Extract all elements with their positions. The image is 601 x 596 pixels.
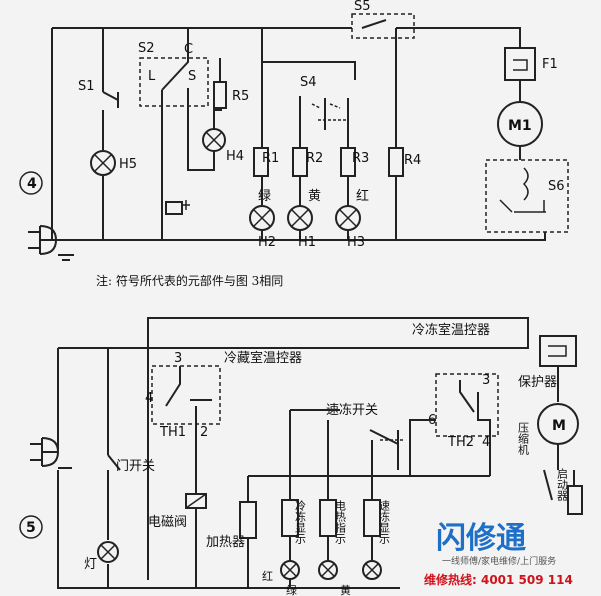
label-s1: S1	[78, 79, 95, 94]
label-m1: M1	[508, 118, 532, 134]
watermark-logo: 闪修通 一线师傅/家电维修/上门服务 维修热线: 4001 509 114	[424, 521, 573, 587]
solenoid-valve-symbol	[185, 493, 207, 509]
label-color-green: 绿	[286, 583, 297, 596]
label-th2: TH2	[447, 435, 474, 450]
top-circuit: 4 S1 H5 S2 C L S H4 R5	[19, 0, 569, 261]
top-note: 注: 符号所代表的元部件与图 3相同	[96, 273, 283, 288]
label-s4: S4	[300, 75, 317, 90]
label-r3: R3	[352, 151, 369, 166]
label-r5: R5	[232, 89, 249, 104]
lamp-h4	[202, 128, 226, 152]
heat-indicator-resistor	[319, 499, 337, 537]
freezer-thermostat-box	[435, 373, 499, 437]
label-r2: R2	[306, 151, 323, 166]
figure-number-ring-5	[19, 515, 43, 539]
label-compressor: 压缩机	[517, 422, 530, 455]
label-h5: H5	[119, 157, 137, 172]
lamp-light	[97, 541, 119, 563]
label-h1: H1	[298, 235, 316, 250]
fuse-f1	[504, 47, 536, 81]
label-f1: F1	[542, 57, 558, 72]
label-lamp-red: 红	[356, 188, 369, 204]
resistor-r2	[292, 147, 308, 177]
label-th1-pin4: 4	[145, 391, 153, 406]
label-starter: 启动器	[556, 468, 569, 502]
label-s2: S2	[138, 41, 155, 56]
label-fridge-thermostat: 冷藏室温控器	[224, 350, 302, 366]
fridge-thermostat-box	[151, 365, 221, 425]
lamp-quick-freeze	[362, 560, 382, 580]
lamp-h2	[249, 205, 275, 231]
label-freezer-thermostat: 冷冻室温控器	[412, 322, 490, 338]
label-heater: 加热器	[206, 535, 245, 550]
figure-number-ring	[19, 171, 43, 195]
label-r1: R1	[262, 151, 279, 166]
label-s6: S6	[548, 179, 565, 194]
label-solenoid-valve: 电磁阀	[148, 515, 187, 530]
figure-number-4: 4	[27, 176, 37, 192]
label-door-switch: 门开关	[116, 459, 155, 474]
label-th2-pin4: 4	[482, 435, 490, 450]
quick-freeze-display-resistor	[363, 499, 381, 537]
lamp-h3	[335, 205, 361, 231]
lamp-green	[280, 560, 300, 580]
label-lamp-green: 绿	[258, 189, 271, 204]
label-lamp: 灯	[84, 557, 97, 572]
power-plug-icon	[28, 225, 74, 261]
resistor-r4	[388, 147, 404, 177]
switch-s2-box	[139, 57, 209, 107]
figure-number-5: 5	[26, 520, 36, 536]
solenoid-symbol	[165, 200, 190, 215]
watermark-tagline: 一线师傅/家电维修/上门服务	[442, 555, 556, 567]
label-th2-pin3: 3	[482, 373, 490, 388]
label-freeze-display: 冷冻显示	[294, 500, 307, 544]
freeze-display-resistor	[281, 499, 299, 537]
protector-symbol	[539, 335, 577, 367]
door-switch	[107, 454, 121, 471]
watermark-brand: 闪修通	[436, 521, 526, 556]
label-s5: S5	[354, 0, 371, 14]
label-color-red: 红	[262, 570, 273, 583]
lamp-h5	[90, 150, 116, 176]
label-r4: R4	[404, 153, 421, 168]
label-s2-s: S	[188, 69, 196, 84]
label-th1: TH1	[159, 425, 186, 440]
label-protector: 保护器	[518, 375, 557, 390]
lamp-heat-indicator	[318, 560, 338, 580]
label-h2: H2	[258, 235, 276, 250]
label-th1-pin2: 2	[200, 425, 208, 440]
label-h4: H4	[226, 149, 244, 164]
starter-resistor	[567, 485, 583, 515]
heater-resistor	[239, 501, 257, 539]
watermark-hotline: 维修热线: 4001 509 114	[424, 572, 573, 587]
label-quick-freeze-switch: 速冻开关	[326, 402, 378, 418]
power-plug-icon-bottom	[30, 437, 72, 469]
bottom-circuit: 5 门开关 灯 冷藏室温控器 3 4 2 TH1 电磁阀 加热器	[19, 317, 583, 596]
switch-s1	[102, 91, 119, 108]
label-s2-l: L	[148, 69, 156, 84]
label-th1-pin3: 3	[174, 351, 182, 366]
label-quick-freeze-display: 速冻显示	[378, 500, 391, 544]
label-m: M	[552, 418, 566, 434]
label-lamp-yellow: 黄	[308, 189, 321, 204]
label-color-yellow: 黄	[340, 583, 351, 596]
label-electric-heat-indicator: 电热指示	[334, 500, 347, 544]
switch-s5-box	[351, 13, 415, 39]
lamp-h1	[287, 205, 313, 231]
label-h3: H3	[347, 235, 365, 250]
resistor-r5	[213, 81, 227, 109]
